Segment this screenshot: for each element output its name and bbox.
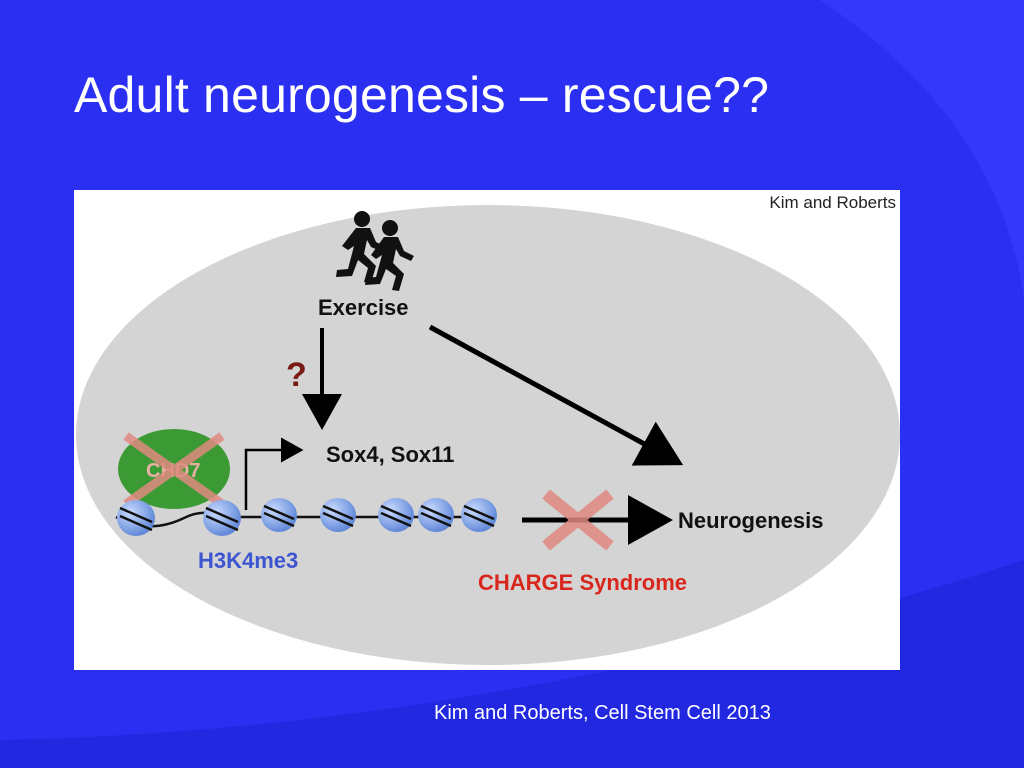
figure-panel: Kim and Roberts Exercise ? — [74, 190, 900, 670]
exercise-label: Exercise — [318, 295, 409, 320]
nucleosome-icon — [378, 498, 414, 532]
citation: Kim and Roberts, Cell Stem Cell 2013 — [434, 702, 771, 724]
neurogenesis-label: Neurogenesis — [678, 508, 824, 533]
promoter-arrow — [244, 437, 304, 510]
exercise-to-neurogenesis-arrow — [428, 324, 684, 466]
figure-credit: Kim and Roberts — [769, 193, 896, 212]
charge-syndrome-label: CHARGE Syndrome — [478, 570, 687, 595]
slide-title: Adult neurogenesis – rescue?? — [74, 67, 770, 123]
h3k4me3-label: H3K4me3 — [198, 548, 298, 573]
genes-label: Sox4, Sox11 — [326, 442, 454, 467]
pathway-diagram: Exercise ? Sox4, Sox11 CHD7 — [76, 205, 900, 665]
nucleosome-icon — [117, 500, 155, 536]
nucleosome-row — [117, 498, 497, 536]
nucleosome-icon — [320, 498, 356, 532]
nucleus-oval — [76, 205, 900, 665]
question-mark: ? — [286, 356, 307, 394]
nucleosome-icon — [261, 498, 297, 532]
cross-icon — [542, 489, 614, 551]
runners-icon — [336, 211, 414, 291]
nucleosome-icon — [461, 498, 497, 532]
nucleosome-icon — [203, 500, 241, 536]
nucleosome-icon — [418, 498, 454, 532]
cross-icon — [123, 432, 225, 508]
